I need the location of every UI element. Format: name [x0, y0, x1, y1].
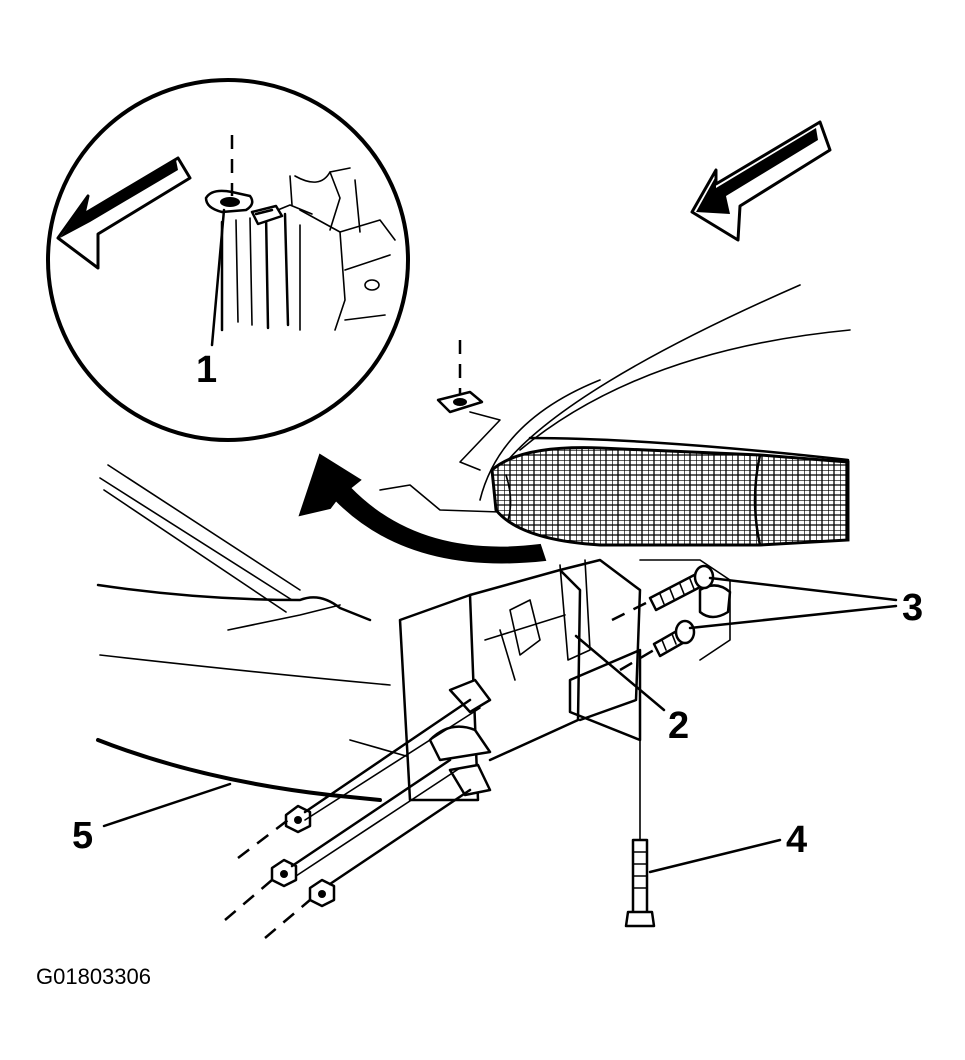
leader-lines: [102, 576, 898, 874]
callout-4: 4: [786, 819, 807, 861]
vehicle-body: [96, 284, 851, 802]
callout-1: 1: [196, 349, 217, 391]
figure-code: G01803306: [36, 964, 151, 989]
callout-5: 5: [72, 815, 93, 857]
bumper-bracket: [398, 558, 732, 841]
bolt-icon: [652, 619, 696, 658]
detail-inset: [46, 78, 410, 442]
callout-2: 2: [668, 705, 689, 747]
front-arrow-icon: [690, 120, 832, 242]
callout-3: 3: [902, 587, 923, 629]
nut-icon: [270, 858, 298, 888]
curved-arrow-icon: [298, 453, 547, 564]
fascia-grille: [490, 436, 850, 547]
front-arrow-icon: [56, 156, 192, 270]
bolt-icon: [648, 564, 715, 612]
bolt-icon: [624, 838, 656, 928]
